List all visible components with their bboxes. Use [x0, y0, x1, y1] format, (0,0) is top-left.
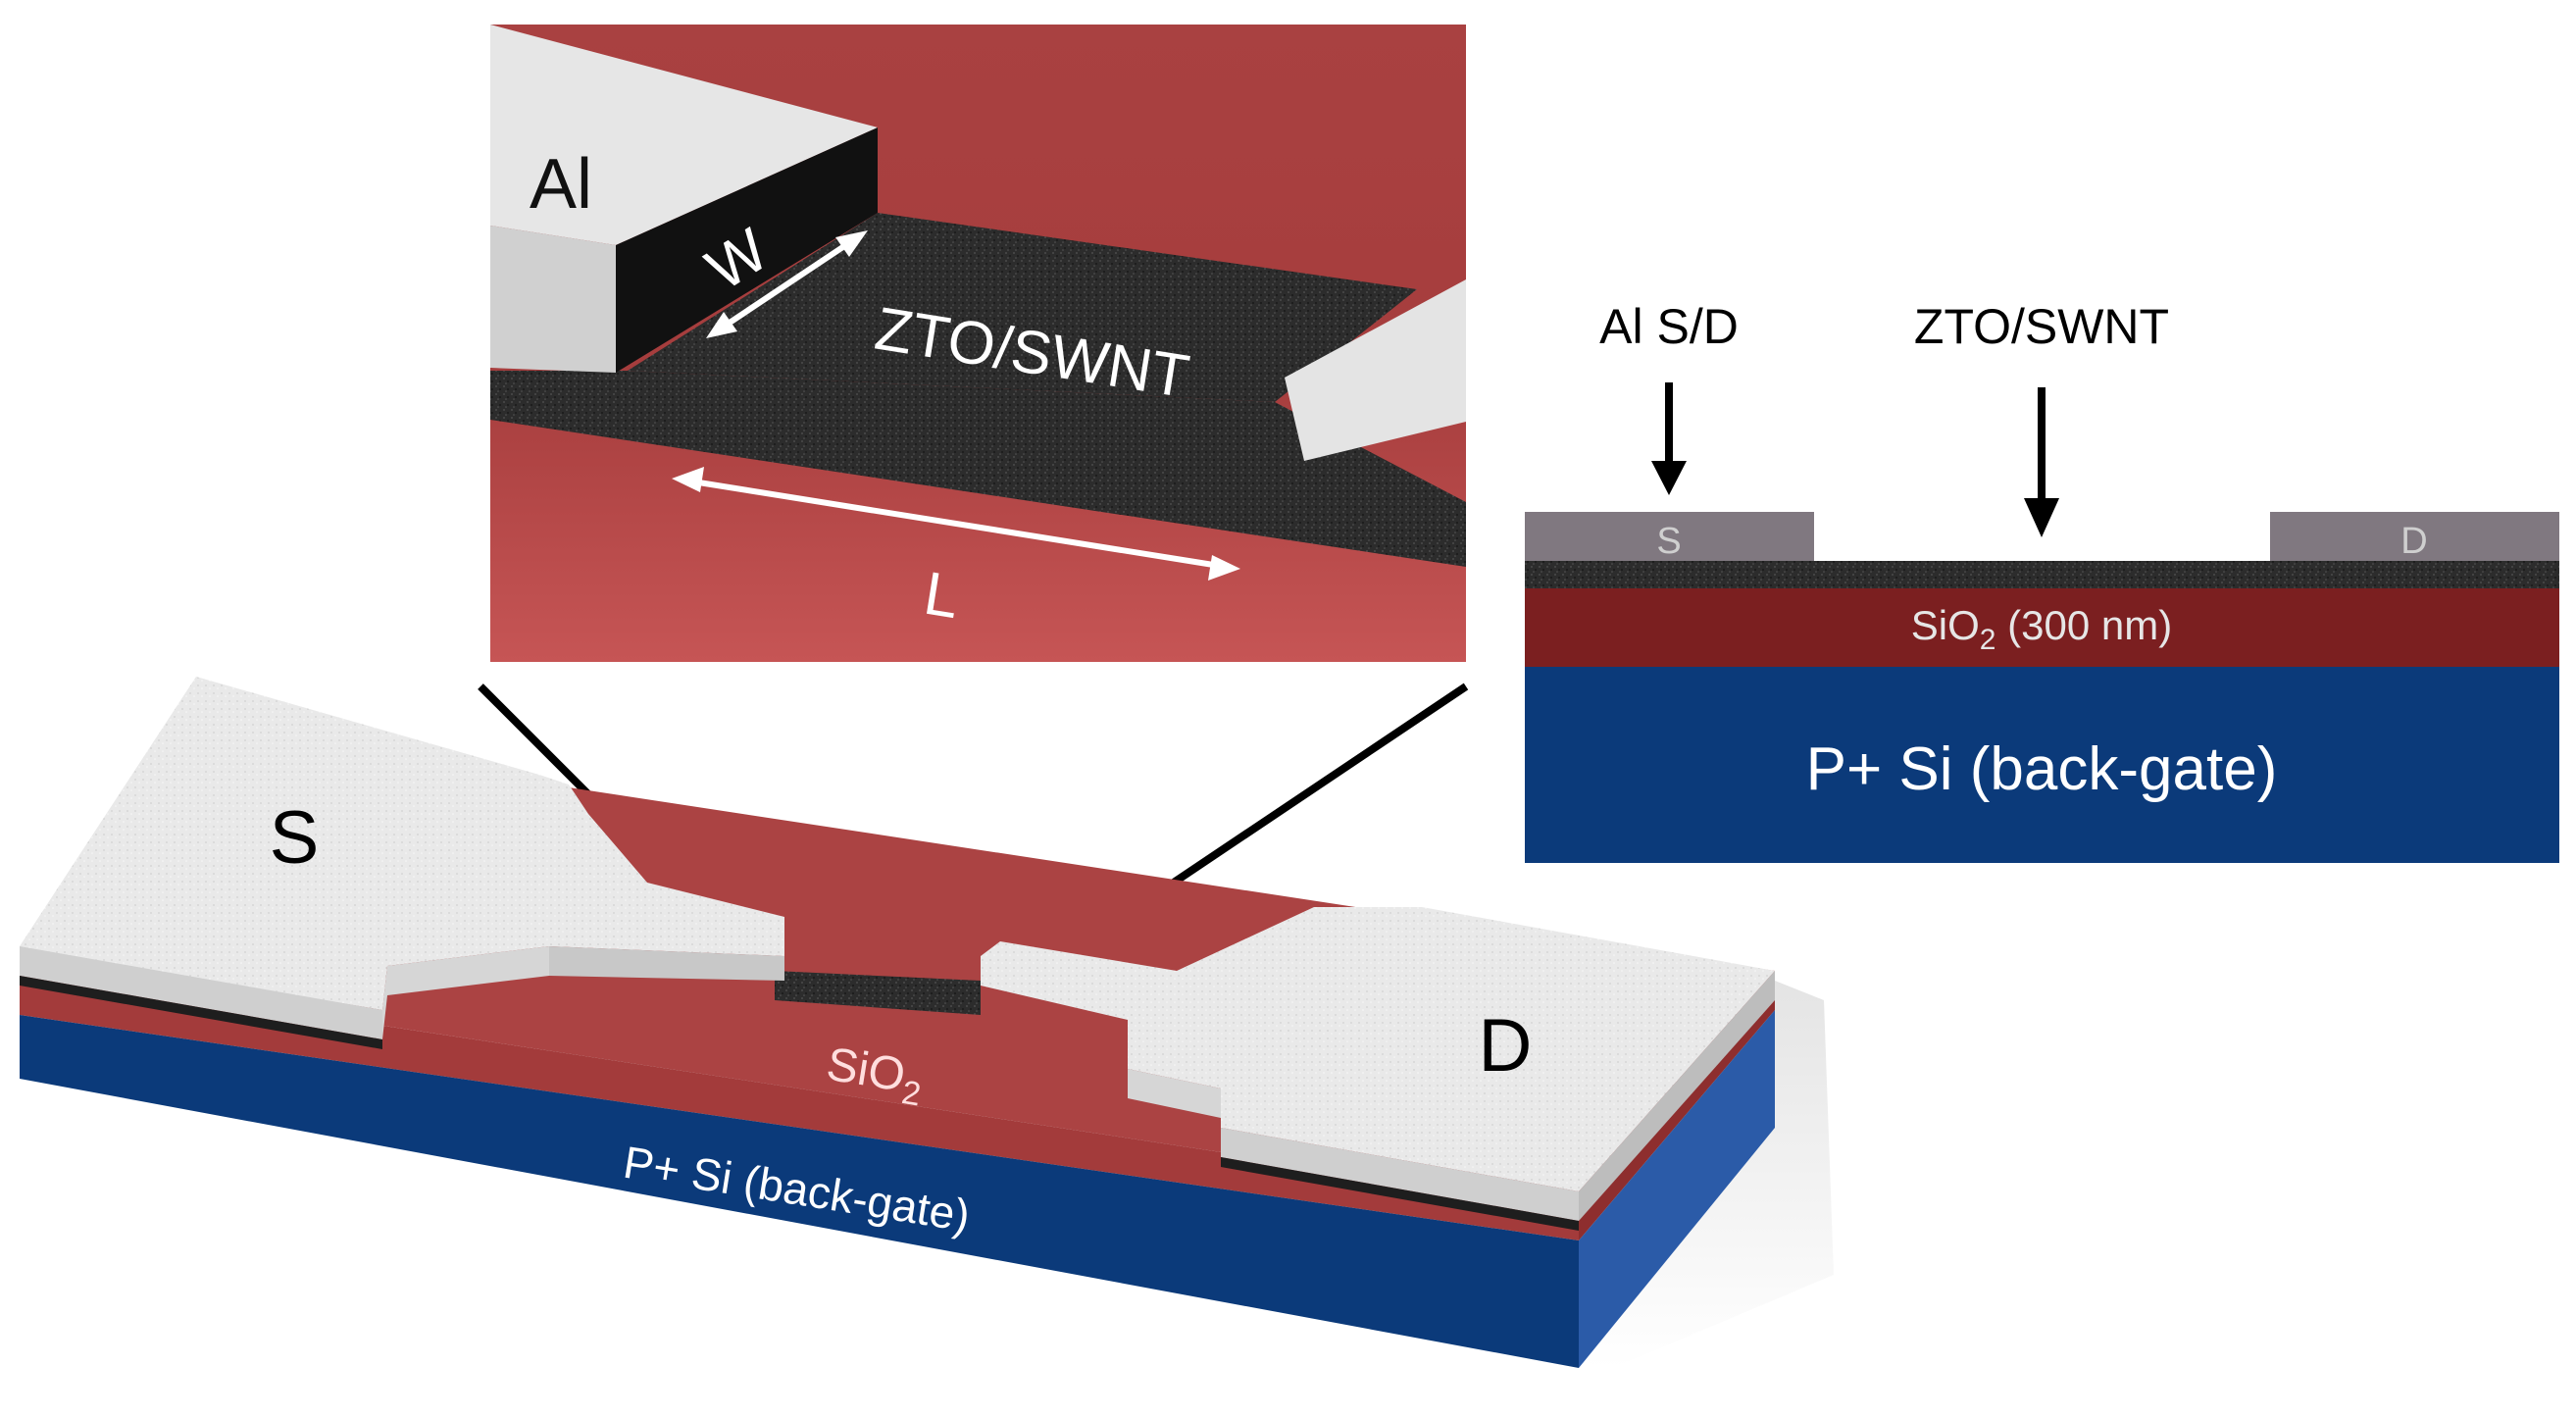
inset-width-arrowhead-b	[835, 230, 868, 257]
inset-panel: Al W ZTO/SWNT L	[490, 25, 1466, 662]
cross-section-drain-label: D	[2400, 521, 2427, 562]
device-oxide-label: SiO2	[822, 1038, 927, 1114]
cross-section-source-contact	[1525, 512, 1814, 561]
cross-section-oxide	[1525, 588, 2559, 667]
cross-section-panel: S D SiO2 (300 nm) P+ Si (back-gate) Al S…	[1525, 299, 2559, 863]
inset-al-electrode-face	[616, 127, 878, 373]
inset-film-edge	[490, 371, 1466, 567]
device-substrate-front	[20, 1015, 1579, 1368]
cross-section-oxide-label: SiO2 (300 nm)	[1911, 602, 2172, 656]
inset-length-arrowhead-a	[672, 467, 704, 492]
cross-section-drain-contact	[2270, 512, 2559, 561]
cross-section-al-sd-label: Al S/D	[1599, 299, 1739, 354]
inset-width-arrow	[719, 237, 855, 331]
drain-film-edge	[1221, 1157, 1579, 1231]
drain-electrode-side-b	[1128, 1069, 1221, 1118]
inset-width-arrowhead-a	[706, 312, 737, 338]
cross-section-channel-label: ZTO/SWNT	[1914, 299, 2169, 354]
inset-length-arrow	[685, 478, 1227, 570]
device-substrate-side	[1579, 1010, 1775, 1368]
source-electrode-side-b	[382, 946, 549, 1039]
device-drain-label: D	[1479, 1004, 1533, 1088]
cross-section-channel-arrowhead	[2024, 498, 2059, 537]
source-electrode-top	[20, 677, 784, 1010]
inset-length-arrowhead-b	[1208, 555, 1240, 581]
device-channel	[775, 971, 981, 1015]
device-source-label: S	[270, 796, 320, 880]
source-electrode-side-a	[20, 946, 382, 1039]
cross-section-substrate-label: P+ Si (back-gate)	[1806, 735, 2278, 803]
source-film-edge	[20, 976, 382, 1049]
inset-right-electrode	[1285, 279, 1466, 461]
cross-section-al-sd-arrowhead	[1651, 461, 1687, 495]
cross-section-film	[1525, 561, 2559, 588]
source-electrode-side-c	[549, 946, 784, 981]
device-source-electrode	[20, 677, 784, 1049]
device-oxide-label-group: SiO2	[822, 1038, 927, 1114]
device-oxide-front	[20, 971, 1579, 1240]
cross-section-source-label: S	[1656, 521, 1681, 562]
cross-section-substrate	[1525, 667, 2559, 863]
device-3d: S D SiO2 P+ Si (back-gate)	[20, 677, 1834, 1368]
drain-electrode-side-a	[1221, 1128, 1579, 1221]
drain-electrode-top	[981, 907, 1775, 1191]
inset-al-electrode-side	[490, 226, 616, 373]
inset-al-label: Al	[530, 145, 592, 224]
inset-al-electrode-top	[490, 25, 878, 245]
device-drain-electrode	[981, 907, 1775, 1231]
drain-electrode-right-side	[1579, 971, 1775, 1221]
